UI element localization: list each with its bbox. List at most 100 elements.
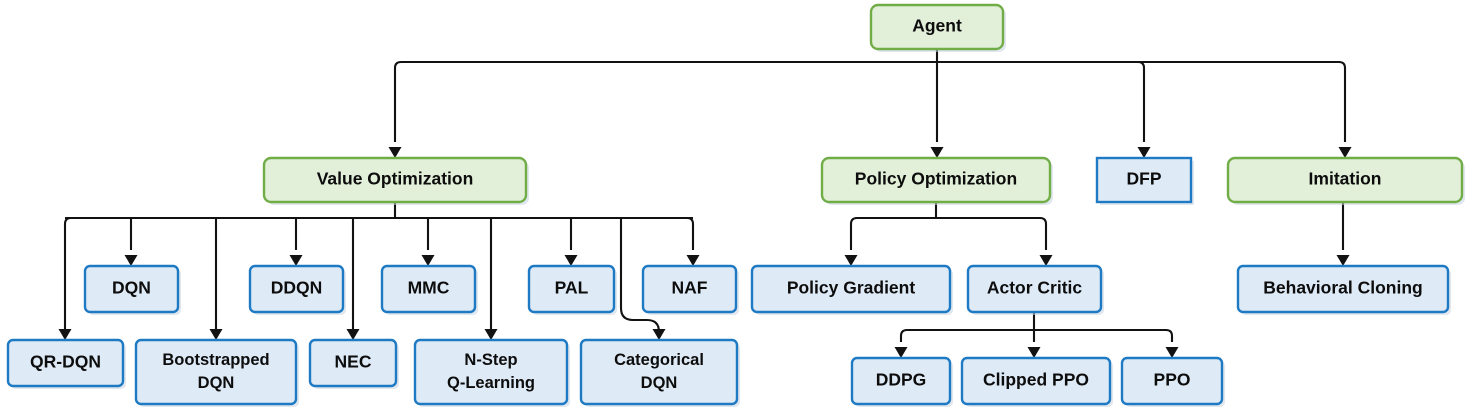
node-label-policy-gradient: Policy Gradient bbox=[787, 278, 916, 298]
node-box-value-optimization[interactable] bbox=[262, 156, 528, 204]
node-label-bootstrapped-dqn: Bootstrapped bbox=[162, 351, 269, 369]
arrow-ppo bbox=[1165, 347, 1179, 358]
node-box-pal[interactable] bbox=[527, 264, 616, 314]
node-ddpg[interactable]: DDPG bbox=[850, 356, 953, 407]
node-label-n-step-q-learning: Q-Learning bbox=[447, 374, 535, 392]
node-label-behavioral-cloning: Behavioral Cloning bbox=[1263, 278, 1422, 298]
node-label-clipped-ppo: Clipped PPO bbox=[983, 370, 1089, 390]
node-box-imitation[interactable] bbox=[1226, 156, 1464, 204]
node-box-ppo[interactable] bbox=[1120, 356, 1224, 406]
node-label-bootstrapped-dqn: DQN bbox=[198, 374, 235, 392]
arrow-categorical-dqn bbox=[652, 329, 666, 340]
arrow-qr-dqn bbox=[58, 329, 72, 340]
node-label-agent: Agent bbox=[912, 16, 962, 36]
node-box-qr-dqn[interactable] bbox=[6, 338, 125, 388]
arrow-ddpg bbox=[894, 347, 908, 358]
node-box-dfp[interactable] bbox=[1095, 156, 1193, 204]
node-box-actor-critic[interactable] bbox=[966, 264, 1103, 314]
node-policy-gradient[interactable]: Policy Gradient bbox=[750, 264, 953, 315]
node-box-dqn[interactable] bbox=[83, 264, 180, 314]
value-bus-left-cap bbox=[63, 216, 72, 332]
node-box-ddqn[interactable] bbox=[248, 264, 345, 314]
node-pal[interactable]: PAL bbox=[527, 264, 617, 315]
node-label-dqn: DQN bbox=[112, 278, 151, 298]
node-label-mmc: MMC bbox=[408, 278, 450, 298]
node-behavioral-cloning[interactable]: Behavioral Cloning bbox=[1236, 264, 1451, 315]
node-box-policy-gradient[interactable] bbox=[750, 264, 952, 314]
node-mmc[interactable]: MMC bbox=[380, 264, 478, 315]
node-box-policy-optimization[interactable] bbox=[820, 156, 1052, 204]
policy-to-gradient bbox=[849, 216, 858, 250]
node-box-nec[interactable] bbox=[308, 338, 398, 388]
node-policy-optimization[interactable]: Policy Optimization bbox=[820, 156, 1053, 205]
agent-to-value-optimization bbox=[393, 60, 937, 142]
node-box-ddpg[interactable] bbox=[850, 356, 952, 406]
agent-to-imitation bbox=[937, 60, 1347, 142]
node-label-naf: NAF bbox=[672, 278, 708, 298]
node-nec[interactable]: NEC bbox=[308, 338, 399, 389]
node-dqn[interactable]: DQN bbox=[83, 264, 181, 315]
node-naf[interactable]: NAF bbox=[641, 264, 739, 315]
actor-to-ppo bbox=[1165, 328, 1174, 342]
arrow-naf bbox=[686, 255, 700, 266]
node-label-ddqn: DDQN bbox=[271, 278, 323, 298]
arrow-nec bbox=[346, 329, 360, 340]
node-label-n-step-q-learning: N-Step bbox=[464, 351, 517, 369]
node-box-mmc[interactable] bbox=[380, 264, 477, 314]
arrow-policy-optimization bbox=[930, 147, 944, 158]
arrow-behavioral-cloning bbox=[1336, 255, 1350, 266]
node-label-actor-critic: Actor Critic bbox=[987, 278, 1083, 298]
node-box-behavioral-cloning[interactable] bbox=[1236, 264, 1450, 314]
arrow-n-step-q-learning bbox=[484, 329, 498, 340]
node-label-value-optimization: Value Optimization bbox=[317, 169, 474, 189]
node-box-agent[interactable] bbox=[869, 3, 1005, 51]
policy-to-actor-critic bbox=[1039, 216, 1048, 250]
value-bus-right-cap bbox=[686, 216, 695, 250]
arrow-bootstrapped-dqn bbox=[209, 329, 223, 340]
arrow-actor-critic bbox=[1039, 255, 1053, 266]
arrow-mmc bbox=[421, 255, 435, 266]
arrow-dfp bbox=[1137, 147, 1151, 158]
agent-to-dfp bbox=[937, 60, 1146, 142]
arrow-imitation bbox=[1338, 147, 1352, 158]
node-ddqn[interactable]: DDQN bbox=[248, 264, 346, 315]
node-qr-dqn[interactable]: QR-DQN bbox=[6, 338, 126, 389]
node-actor-critic[interactable]: Actor Critic bbox=[966, 264, 1104, 315]
arrow-policy-gradient bbox=[844, 255, 858, 266]
node-label-nec: NEC bbox=[335, 352, 372, 372]
value-to-categorical bbox=[619, 218, 661, 333]
node-label-ppo: PPO bbox=[1154, 370, 1191, 390]
arrow-dqn bbox=[124, 255, 138, 266]
actor-to-ddpg bbox=[899, 328, 908, 342]
node-label-policy-optimization: Policy Optimization bbox=[855, 169, 1017, 189]
node-box-categorical-dqn[interactable] bbox=[579, 338, 739, 406]
node-ppo[interactable]: PPO bbox=[1120, 356, 1225, 407]
node-box-bootstrapped-dqn[interactable] bbox=[134, 338, 298, 406]
node-imitation[interactable]: Imitation bbox=[1226, 156, 1465, 205]
node-label-ddpg: DDPG bbox=[876, 370, 927, 390]
node-label-categorical-dqn: DQN bbox=[641, 374, 678, 392]
arrow-pal bbox=[564, 255, 578, 266]
node-box-n-step-q-learning[interactable] bbox=[413, 338, 569, 406]
node-label-imitation: Imitation bbox=[1309, 169, 1382, 189]
node-agent[interactable]: Agent bbox=[869, 3, 1006, 52]
node-label-dfp: DFP bbox=[1127, 169, 1162, 189]
arrow-value-optimization bbox=[388, 147, 402, 158]
node-label-pal: PAL bbox=[555, 278, 589, 298]
arrow-ddqn bbox=[289, 255, 303, 266]
arrow-clipped-ppo bbox=[1027, 347, 1041, 358]
node-box-clipped-ppo[interactable] bbox=[960, 356, 1112, 406]
node-box-naf[interactable] bbox=[641, 264, 738, 314]
node-dfp[interactable]: DFP bbox=[1095, 156, 1194, 205]
node-label-qr-dqn: QR-DQN bbox=[30, 352, 101, 372]
node-clipped-ppo[interactable]: Clipped PPO bbox=[960, 356, 1113, 407]
node-label-categorical-dqn: Categorical bbox=[614, 351, 704, 369]
node-value-optimization[interactable]: Value Optimization bbox=[262, 156, 529, 205]
connectors-layer bbox=[63, 49, 1347, 342]
